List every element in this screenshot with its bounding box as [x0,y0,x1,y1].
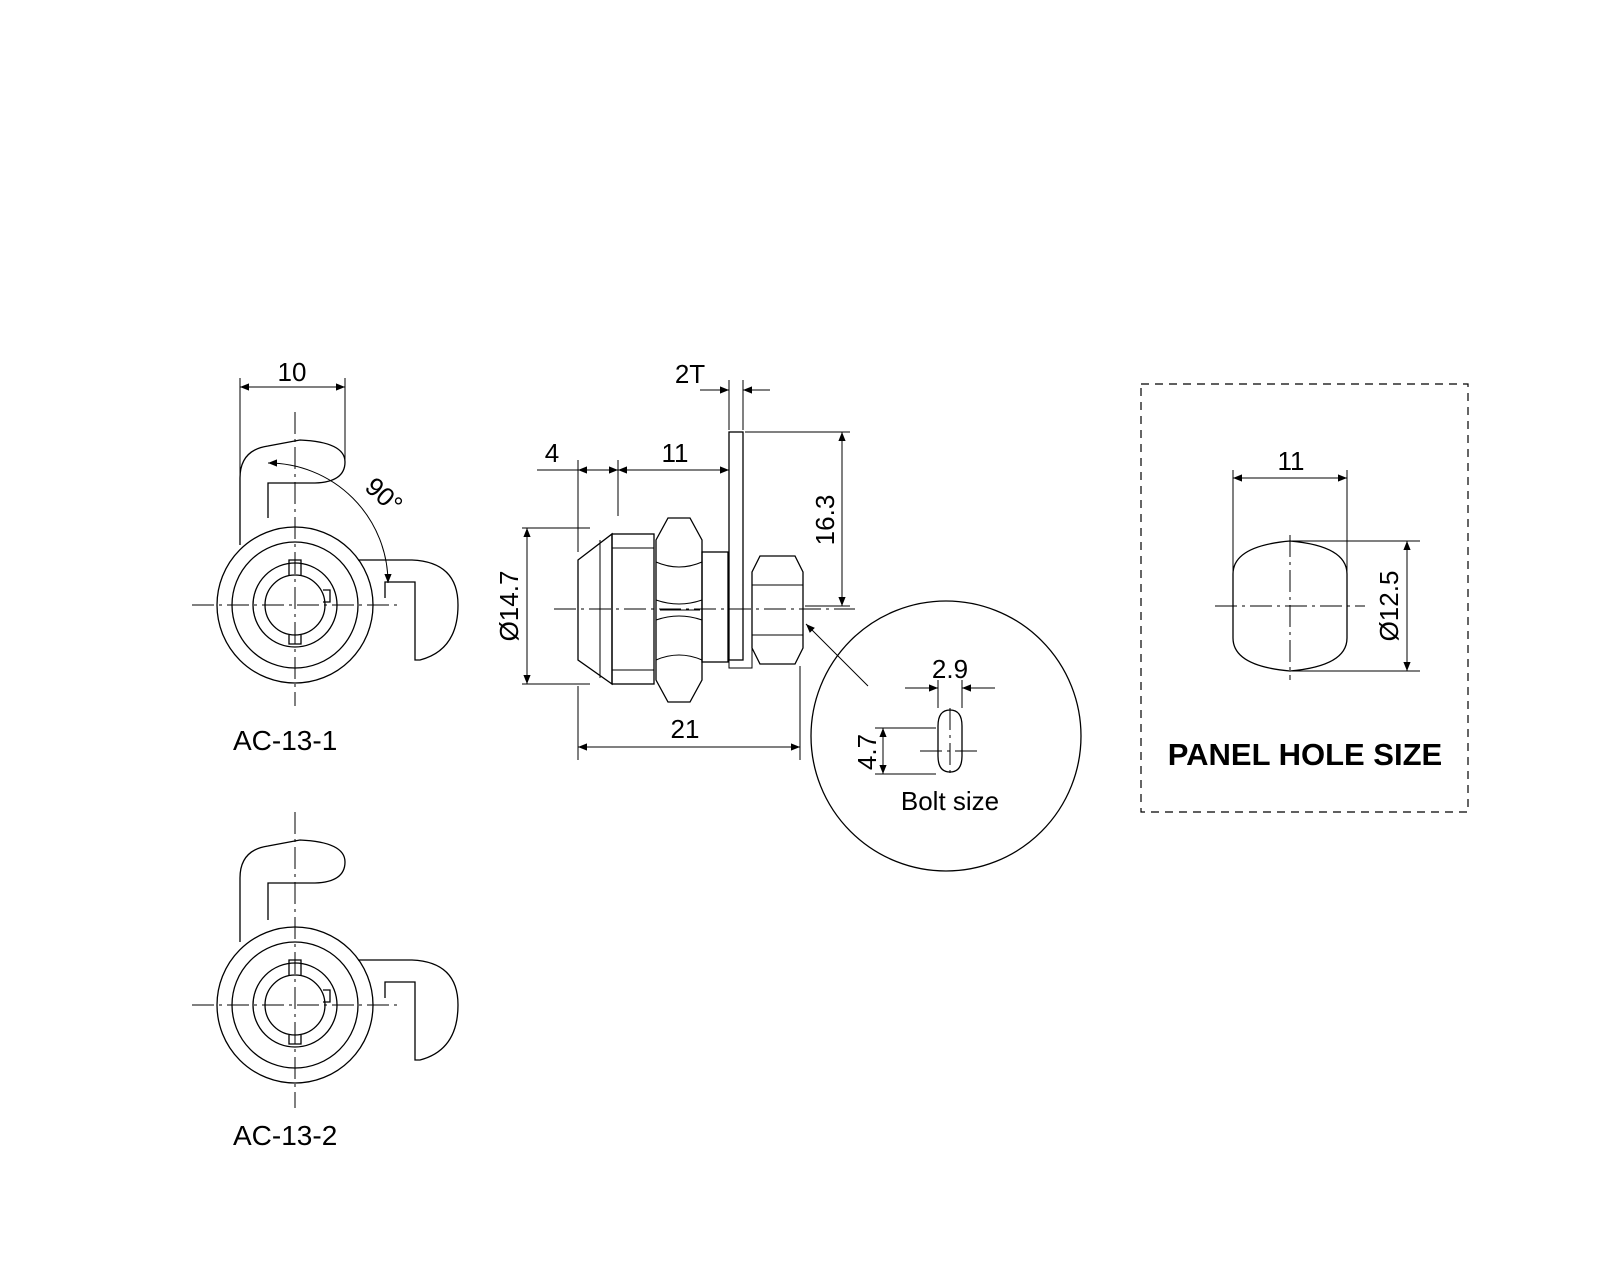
thread-body [701,551,729,663]
detail-circle [810,600,1082,872]
dimension-diameter: Ø14.7 [494,527,590,685]
dim-width-value: 10 [278,357,307,387]
dimension-panel-flat: 11 [1232,446,1348,572]
caption-ac-13-2: AC-13-2 [233,1120,337,1151]
dim-dia-value: Ø14.7 [494,571,524,642]
dim-bolt-w-value: 2.9 [932,654,968,684]
panel-hole-outline [1232,540,1348,672]
dimension-thickness: 2T [675,359,770,430]
dimension-length: 21 [577,666,801,760]
key-notch-side [323,989,331,1003]
dimension-width: 10 [239,357,346,475]
dimension-front-body: 4 11 [537,438,729,552]
panel-hole-view: 11 Ø12.5 PANEL HOLE SIZE [1140,383,1469,813]
hex-nut [655,517,703,703]
bolt-section [937,709,963,773]
dim-body-value: 11 [662,438,689,468]
detail-leader [805,623,869,687]
dim-panel-dia-value: Ø12.5 [1374,571,1404,642]
panel-frame [1140,383,1469,813]
cam-plate [728,431,744,661]
dim-length-value: 21 [671,714,700,744]
dimension-bolt-height: 4.7 [852,727,936,775]
cam-arm-bottom [239,839,459,1061]
cam-arm-top [239,439,459,661]
dimension-cam-height: 16.3 [745,431,850,607]
bolt-detail: 2.9 4.7 Bolt size [810,600,1082,872]
panel-title: PANEL HOLE SIZE [1168,737,1442,772]
front-view-ac-13-2: AC-13-2 [192,812,459,1151]
dimension-bolt-width: 2.9 [905,654,995,708]
key-notch-side [323,589,331,603]
end-bolt [751,555,804,665]
bolt-size-label: Bolt size [901,786,999,816]
side-view: 2T 4 11 16.3 Ø14.7 [494,359,869,760]
dim-cam-value: 16.3 [810,495,840,546]
dim-thickness-value: 2T [675,359,705,389]
dim-angle-value: 90° [359,471,408,520]
dimension-panel-dia: Ø12.5 [1292,540,1420,672]
dim-bolt-h-value: 4.7 [852,734,882,770]
front-view-ac-13-1: 10 90° AC-13-1 [192,357,459,756]
dim-front-value: 4 [545,438,559,468]
caption-ac-13-1: AC-13-1 [233,725,337,756]
dim-panel-flat-value: 11 [1278,446,1305,476]
